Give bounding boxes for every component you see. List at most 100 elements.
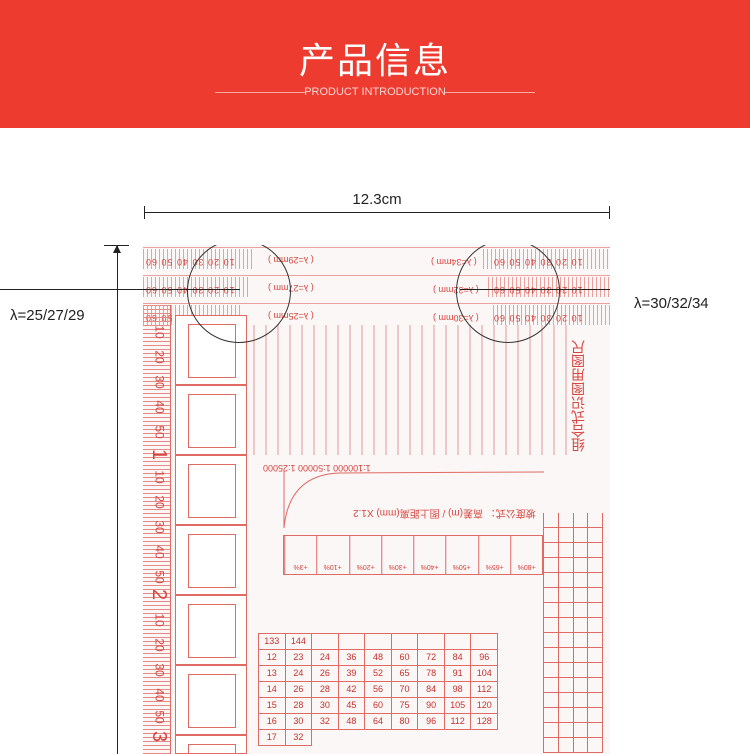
vertical-number: 30 — [152, 520, 167, 534]
grid-cell: 65 — [391, 666, 419, 682]
percent-cell: +65% — [477, 536, 510, 574]
grid-cell — [588, 558, 603, 573]
grid-cell: 24 — [285, 666, 313, 682]
grid-cell: 56 — [365, 682, 392, 698]
divider-left — [215, 92, 305, 93]
grid-cell — [573, 678, 589, 693]
grid-cell — [573, 723, 589, 738]
grid-cell — [573, 573, 589, 588]
slope-formula: 坡度公式： 高差(m) / 图上距离(mm) X1.2 — [353, 507, 536, 518]
grid-cell — [573, 693, 589, 708]
grid-cell: 144 — [285, 634, 313, 650]
percent-cell: +40% — [413, 536, 446, 574]
grid-cell — [558, 618, 574, 633]
grid-cell — [588, 693, 603, 708]
percent-cell: +30% — [380, 536, 413, 574]
grid-cell: 64 — [365, 714, 392, 730]
vertical-number: 1 — [148, 448, 171, 461]
banner-subtitle: PRODUCT INTRODUCTION — [304, 86, 446, 98]
frame-column — [175, 315, 247, 754]
grid-cell — [588, 513, 603, 528]
grid-cell: 16 — [259, 714, 286, 730]
highlight-circle-right — [456, 245, 560, 343]
grid-cell: 17 — [259, 730, 286, 746]
vertical-number: 40 — [152, 400, 167, 414]
vertical-number: 20 — [152, 350, 167, 364]
grid-cell — [573, 588, 589, 603]
vertical-number: 40 — [152, 545, 167, 559]
vertical-number: 40 — [152, 688, 167, 702]
grid-cell — [558, 513, 574, 528]
grid-cell: 78 — [418, 666, 445, 682]
grid-cell: 13 — [259, 666, 286, 682]
grid-cell: 60 — [391, 650, 419, 666]
grid-cell: 72 — [418, 650, 445, 666]
grid-cell — [573, 543, 589, 558]
grid-cell: 91 — [444, 666, 472, 682]
grid-cell — [544, 678, 559, 693]
header-banner: 产品信息 PRODUCT INTRODUCTION — [0, 0, 750, 128]
grid-cell — [558, 723, 574, 738]
left-pointer-line — [0, 289, 240, 290]
grid-cell: 23 — [285, 650, 313, 666]
grid-cell — [573, 633, 589, 648]
grid-cell — [558, 528, 574, 543]
grid-cell: 75 — [391, 698, 419, 714]
grid-cell — [391, 634, 419, 650]
grid-cell — [588, 528, 603, 543]
grid-cell — [588, 618, 603, 633]
grid-cell: 52 — [365, 666, 392, 682]
ruler-title: 组合式识图用图尺 — [570, 340, 586, 452]
grid-cell — [558, 663, 574, 678]
vertical-number: 10 — [152, 470, 167, 484]
grid-cell: 12 — [259, 650, 286, 666]
grid-cell: 30 — [312, 698, 339, 714]
grid-cell — [558, 678, 574, 693]
grid-cell: 48 — [365, 650, 392, 666]
grid-cell — [558, 633, 574, 648]
grid-cell: 128 — [471, 714, 498, 730]
width-dimension-line — [144, 206, 610, 219]
percent-cell: +80% — [509, 536, 542, 574]
vertical-number: 50 — [152, 710, 167, 724]
ruler-image: 10 20 30 40 50 60 10 20 30 40 50 60 ( λ=… — [143, 245, 610, 754]
vertical-number: 20 — [152, 495, 167, 509]
percent-cell: +20% — [348, 536, 381, 574]
grid-cell: 28 — [285, 698, 313, 714]
grid-cell — [544, 633, 559, 648]
grid-cell: 32 — [285, 730, 313, 746]
grid-cell — [544, 543, 559, 558]
slope-curve — [283, 470, 545, 529]
grid-cell — [573, 663, 589, 678]
lambda-left-label: λ=25/27/29 — [10, 307, 85, 324]
grid-cell: 32 — [312, 714, 339, 730]
instruction-text-block — [253, 325, 573, 455]
grid-cell: 133 — [259, 634, 286, 650]
grid-cell — [588, 723, 603, 738]
grid-cell — [588, 573, 603, 588]
grid-cell — [573, 558, 589, 573]
grid-cell — [544, 573, 559, 588]
grid-cell — [588, 588, 603, 603]
grid-cell: 45 — [338, 698, 366, 714]
grid-cell: 104 — [471, 666, 498, 682]
grid-cell — [558, 543, 574, 558]
grid-cell: 80 — [391, 714, 419, 730]
grid-cell — [573, 738, 589, 753]
grid-cell: 112 — [471, 682, 498, 698]
grid-cell: 30 — [285, 714, 313, 730]
grid-cell — [544, 513, 559, 528]
grid-cell — [588, 678, 603, 693]
grid-cell — [588, 543, 603, 558]
grid-cell — [338, 634, 366, 650]
vertical-number: 20 — [152, 638, 167, 652]
grid-cell — [544, 663, 559, 678]
grid-cell — [573, 603, 589, 618]
grid-cell: 90 — [418, 698, 445, 714]
grid-cell — [558, 693, 574, 708]
grid-cell: 48 — [338, 714, 366, 730]
height-dimension-line — [113, 245, 121, 754]
percent-cell: +50% — [445, 536, 478, 574]
divider-right — [445, 92, 535, 93]
